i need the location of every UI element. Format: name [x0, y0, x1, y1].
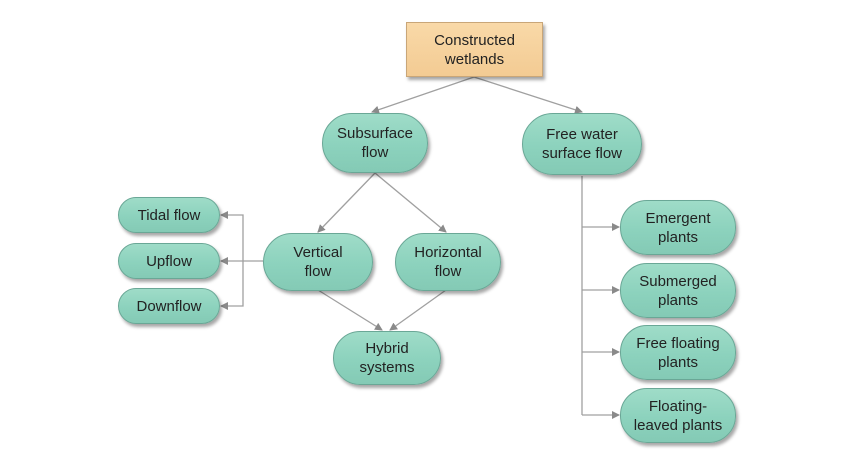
edge-vertical-downflow [220, 261, 244, 310]
node-downflow: Downflow [118, 288, 220, 324]
node-emergent-plants: Emergent plants [620, 200, 736, 255]
node-free-water-surface-flow: Free water surface flow [522, 113, 642, 175]
edge-subsurface-vertical [317, 172, 376, 233]
node-hybrid-systems: Hybrid systems [333, 331, 441, 385]
node-tidal-flow: Tidal flow [118, 197, 220, 233]
edge-root-free-water [473, 76, 583, 114]
edge-root-subsurface [371, 76, 475, 114]
node-horizontal-flow: Horizontal flow [395, 233, 501, 291]
edge-vertical-hybrid [317, 289, 383, 331]
node-subsurface-flow: Subsurface flow [322, 113, 428, 173]
edge-subsurface-horizontal [374, 172, 447, 233]
node-submerged-plants: Submerged plants [620, 263, 736, 318]
node-upflow: Upflow [118, 243, 220, 279]
edge-horizontal-hybrid [389, 289, 447, 331]
node-free-floating-plants: Free floating plants [620, 325, 736, 380]
node-constructed-wetlands: Constructed wetlands [406, 22, 543, 77]
edge-vertical-tidal [220, 211, 244, 261]
node-floating-leaved-plants: Floating- leaved plants [620, 388, 736, 443]
node-vertical-flow: Vertical flow [263, 233, 373, 291]
